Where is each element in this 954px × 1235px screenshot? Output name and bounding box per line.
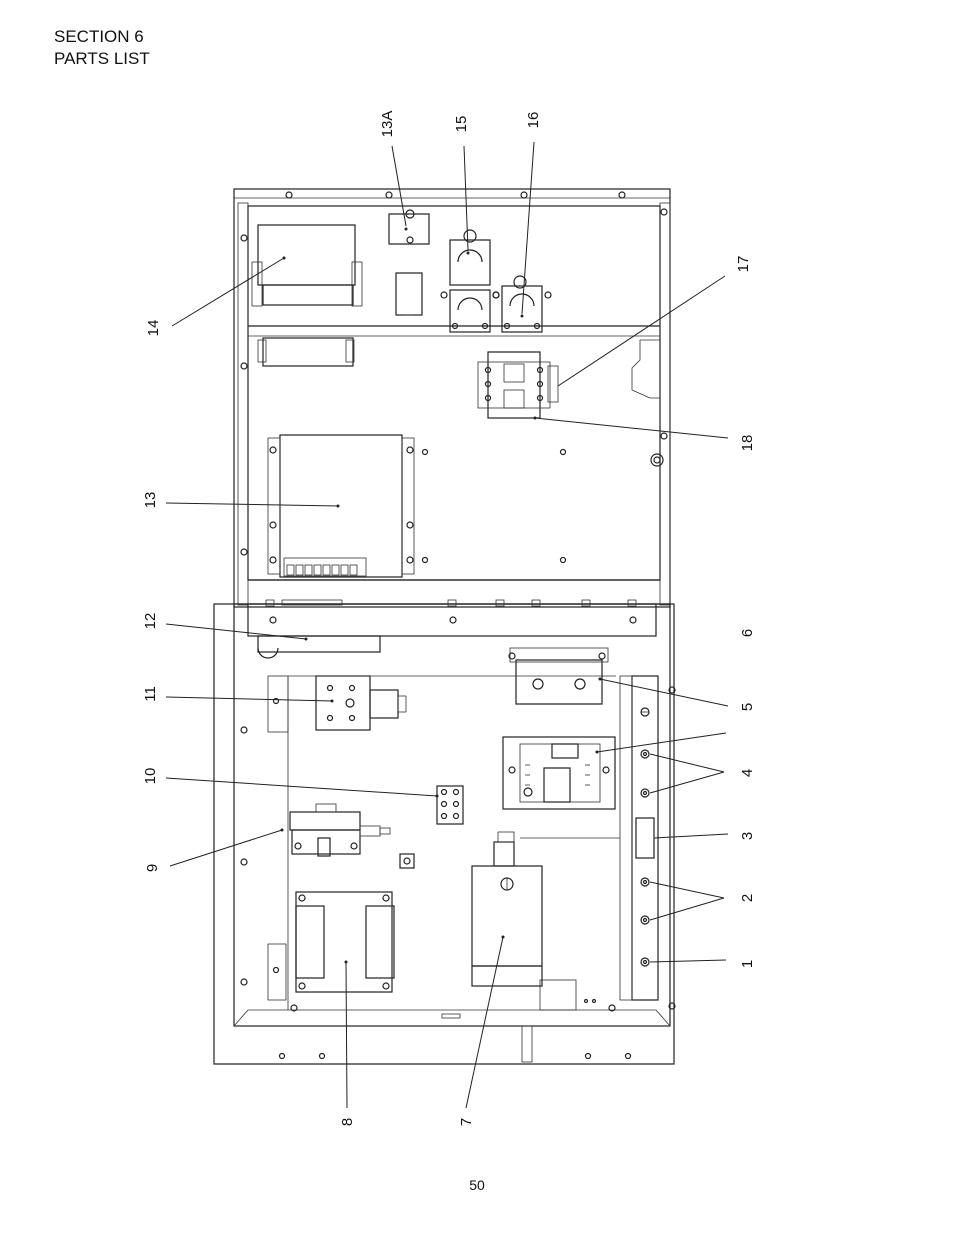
callout-17: 17 [735,256,752,273]
part-17-18-contactor [477,351,559,420]
callout-3: 3 [739,832,756,840]
callout-9: 9 [144,864,161,872]
callout-13: 13 [142,492,159,509]
callout-11: 11 [142,686,159,702]
callout-10: 10 [142,768,159,785]
callout-labels: 13A 15 16 17 18 14 13 12 11 10 9 8 7 6 5… [142,111,756,1127]
callout-14: 14 [145,320,162,337]
callout-15: 15 [453,116,470,133]
part-10-terminal-block [435,785,464,825]
part-11-gas-valve [267,675,616,1010]
part-16-switch [492,275,552,333]
part-9-pressure-switch [280,803,415,869]
section-title: PARTS LIST [54,49,150,68]
callout-7: 7 [458,1118,475,1126]
page-number: 50 [469,1177,485,1193]
callout-16: 16 [525,112,542,129]
part-13a-relay [388,209,430,316]
callout-8: 8 [339,1118,356,1126]
callout-12: 12 [142,613,159,630]
part-8-filter-module [267,891,395,1001]
callout-13a: 13A [379,111,396,138]
part-5-control-board [502,736,616,810]
lower-enclosure [213,599,676,1065]
callout-18: 18 [739,435,756,452]
part-7-blower-motor [471,831,597,1011]
page-heading: SECTION 6 PARTS LIST [54,26,150,70]
callout-6: 6 [739,629,756,637]
part-14-power-supply [251,224,363,367]
callout-1: 1 [739,960,756,968]
part-6-transformer [508,647,609,705]
callout-2: 2 [739,894,756,902]
callout-4: 4 [739,769,756,777]
part-13-drive-module [267,434,567,578]
part-15-switches [440,229,500,333]
right-mounting-plate [520,675,659,1001]
upper-enclosure [233,188,671,608]
section-label: SECTION 6 [54,27,144,46]
leader-lines [165,141,729,1109]
callout-5: 5 [739,703,756,711]
part-12-bracket [257,635,381,659]
